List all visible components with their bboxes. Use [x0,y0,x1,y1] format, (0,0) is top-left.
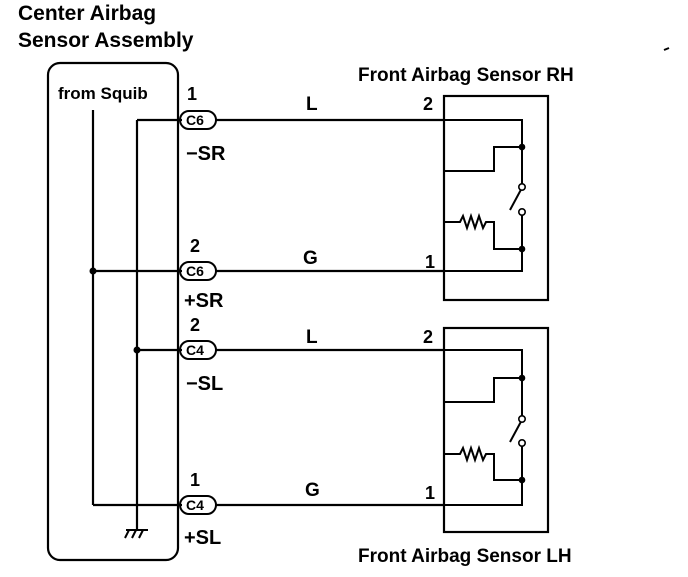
sensor-lh-label: Front Airbag Sensor LH [358,546,572,567]
wire-color-label: G [305,480,320,501]
sensor-lh-box [442,326,550,534]
ground-icon [124,529,148,539]
wire-color-label: L [306,94,318,115]
signal-label: +SR [184,290,224,312]
connector-code: C6 [186,112,204,128]
sensor-rh-box [442,94,550,302]
junction-dot [133,346,141,354]
pin-number: 2 [190,315,200,335]
sensor-rh-internal [444,119,526,272]
sensor-pin-number: 2 [423,94,433,114]
signal-label: −SR [186,143,226,165]
connector-code: C6 [186,263,204,279]
center-sensor-box [46,61,180,562]
sensor-rh-label: Front Airbag Sensor RH [358,65,574,86]
connector-c6-pin2: 2 C6 +SR [179,236,224,312]
connector-c6-pin1: 1 C6 −SR [179,84,226,165]
pin-number: 2 [190,236,200,256]
sensor-pin-number: 1 [425,252,435,272]
wire-color-label: L [306,327,318,348]
connector-c4-pin2: 2 C4 −SL [179,315,223,395]
title-line-2: Sensor Assembly [18,29,194,52]
title-line-1: Center Airbag [18,2,156,25]
connector-code: C4 [186,342,204,358]
sensor-pin-number: 2 [423,327,433,347]
signal-label: −SL [186,373,223,395]
stray-mark [663,47,670,51]
junction-dot [89,267,97,275]
connector-code: C4 [186,497,204,513]
signal-label: +SL [184,527,221,549]
wire-color-label: G [303,248,318,269]
pin-number: 1 [187,84,197,104]
sensor-pin-number: 1 [425,483,435,503]
connector-c4-pin1: 1 C4 +SL [179,470,221,549]
sensor-lh-internal [444,349,526,506]
pin-number: 1 [190,470,200,490]
from-squib-label: from Squib [58,84,148,103]
